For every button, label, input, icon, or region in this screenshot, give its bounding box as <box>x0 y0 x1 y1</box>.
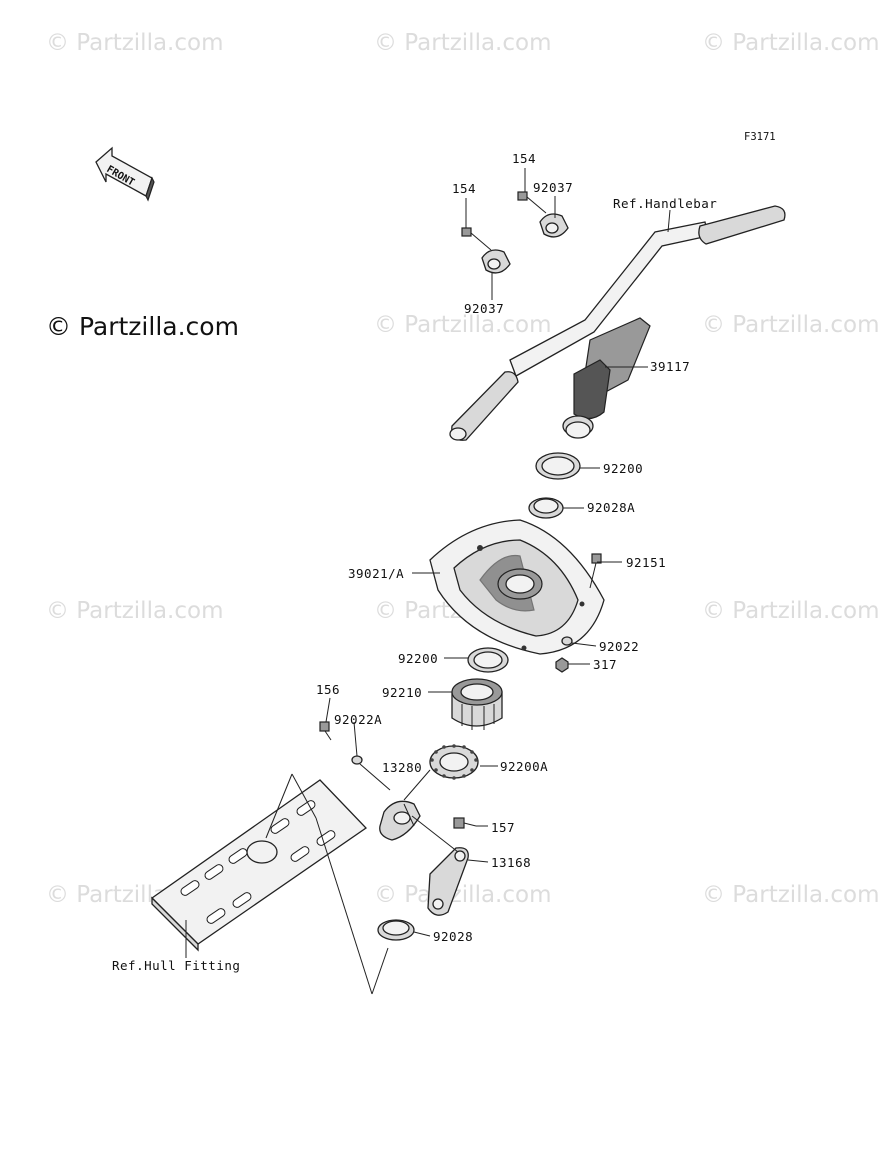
ring-92200-lower-icon <box>467 647 509 673</box>
part-label-156: 156 <box>316 682 341 697</box>
bolt-154-left-icon <box>461 227 492 251</box>
figure-code: F3171 <box>744 131 776 143</box>
watermark: © Partzilla.com <box>702 30 880 56</box>
part-label-154-left: 154 <box>452 181 477 196</box>
part-label-92151: 92151 <box>626 555 667 570</box>
ring-92200-top-icon <box>535 452 581 480</box>
watermark: © Partzilla.com <box>702 598 880 624</box>
part-label-39117: 39117 <box>650 359 691 374</box>
part-label-92200A: 92200A <box>500 759 549 774</box>
part-label-92037-left: 92037 <box>464 301 505 316</box>
handlebar-icon <box>449 205 786 441</box>
part-label-92210: 92210 <box>382 685 423 700</box>
watermark: © Partzilla.com <box>374 312 552 338</box>
part-label-154-top: 154 <box>512 151 537 166</box>
handlebar-pole-39117-icon <box>562 317 651 439</box>
ref-handlebar-label: Ref.Handlebar <box>613 196 718 211</box>
washer-92022A-icon <box>351 755 363 765</box>
watermark-prominent: © Partzilla.com <box>46 312 239 341</box>
nut-317-icon <box>555 657 569 673</box>
bushing-92028A-icon <box>528 497 564 519</box>
part-label-157: 157 <box>491 820 516 835</box>
part-label-39021A: 39021/A <box>348 566 405 581</box>
watermark: © Partzilla.com <box>46 598 224 624</box>
washer-92022-icon <box>561 636 573 646</box>
part-label-13168: 13168 <box>491 855 532 870</box>
part-label-13280: 13280 <box>382 760 423 775</box>
watermark: © Partzilla.com <box>702 312 880 338</box>
bearing-92200A-icon <box>429 744 479 780</box>
clamp-92037-left-icon <box>481 249 511 274</box>
part-label-317: 317 <box>593 657 618 672</box>
arm-13168-icon <box>427 847 469 916</box>
boot-plate-39021A-icon <box>429 519 605 655</box>
bolt-92151-icon <box>589 553 602 589</box>
ref-hull-fitting-label: Ref.Hull Fitting <box>112 958 241 973</box>
part-label-92028: 92028 <box>433 929 474 944</box>
bolt-154-top-icon <box>517 191 547 214</box>
lever-13280-icon <box>379 800 421 841</box>
part-label-92037-top: 92037 <box>533 180 574 195</box>
watermark: © Partzilla.com <box>702 882 880 908</box>
watermark: © Partzilla.com <box>374 30 552 56</box>
part-label-92200-top: 92200 <box>603 461 644 476</box>
gear-nut-92210-icon <box>451 678 503 730</box>
part-label-92022A: 92022A <box>334 712 383 727</box>
front-arrow-icon <box>95 146 155 202</box>
hull-fitting-plate-icon <box>150 779 367 952</box>
part-label-92200-lower: 92200 <box>398 651 439 666</box>
watermark: © Partzilla.com <box>374 882 552 908</box>
part-label-92028A: 92028A <box>587 500 636 515</box>
part-label-92022: 92022 <box>599 639 640 654</box>
clamp-92037-top-icon <box>539 213 569 238</box>
leader-lines <box>185 168 671 995</box>
bolt-156-icon <box>319 721 332 741</box>
bushing-92028-icon <box>377 919 415 941</box>
bolt-157-icon <box>453 817 477 829</box>
watermark: © Partzilla.com <box>46 30 224 56</box>
